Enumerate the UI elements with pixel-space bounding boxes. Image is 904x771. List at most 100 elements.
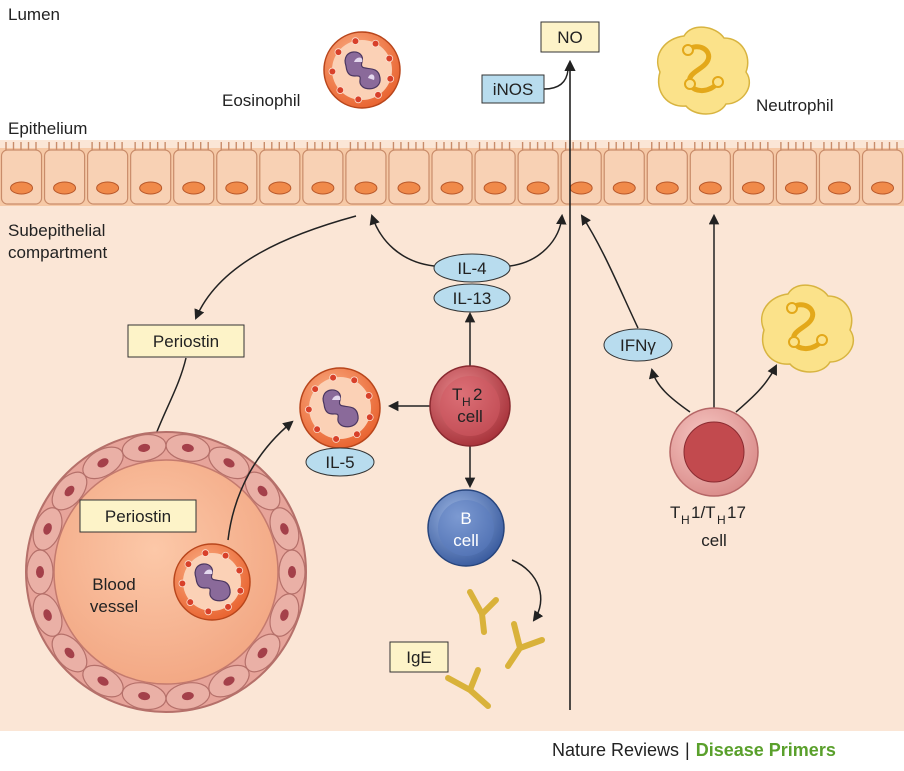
il4-ellipse [433,253,511,283]
eosinophil-lumen [323,31,401,109]
epithelial-cell [646,149,688,205]
eosinophil-granule [221,551,230,560]
ifng-to-epithelium-arrow [580,214,639,329]
eosinophil-granule [313,425,321,434]
eosinophil-granule [186,598,195,606]
periostin-box-lower [79,499,197,533]
th2-H: H [462,395,471,409]
th1-th17-cell [669,407,759,497]
inos-arrow [543,69,569,90]
epithelium-to-periostin-arrow [194,215,357,320]
ige-label: IgE [406,648,432,667]
epithelial-cell [517,149,559,205]
eosinophil-granule [353,430,361,439]
b-cell-to-ige-arrow [511,559,544,622]
epithelial-nucleus [698,181,722,195]
endothelial-nucleus [64,485,75,497]
th1-H1: H [681,513,690,527]
epithelial-cell [0,149,43,205]
th1-to-ifng-arrow [648,367,691,413]
eosinophil-label: Eosinophil [222,91,300,110]
epithelial-nucleus [354,181,378,195]
epithelial-nucleus [397,181,421,195]
epithelial-nucleus [569,181,593,195]
endothelial-nucleus [36,566,44,578]
epithelial-cell [603,149,645,205]
il13-label: IL-13 [453,289,492,308]
eosinophil-granule [311,385,319,393]
th1-H2: H [717,513,726,527]
eosinophil-granule [328,67,337,76]
th1-T1: T [670,503,680,522]
epithelial-nucleus [225,181,249,195]
endothelial-nucleus [257,647,268,659]
epithelial-nucleus [440,181,464,195]
eosinophil-granule [204,607,213,616]
epithelium-label: Epithelium [8,119,87,138]
il4-to-epithelium-right-arrow [509,213,567,267]
ige-antibodies [445,589,545,709]
epithelial-nucleus [871,181,895,195]
eosinophil-tissue [299,367,381,449]
epithelial-cell [560,149,602,205]
blood-vessel [25,431,307,713]
endothelial-nucleus [97,676,109,686]
eosinophil-granule [224,603,232,611]
epithelial-nucleus [483,181,507,195]
journal-credit: Nature Reviews|Disease Primers [552,740,836,761]
compartment-label: compartment [8,243,107,262]
th2-T: T [452,385,462,404]
credit-separator: | [685,740,690,760]
lumen-label: Lumen [8,5,60,24]
journal-series: Disease Primers [695,740,836,760]
epithelial-nucleus [311,181,335,195]
epithelial-cell [775,149,818,205]
th2-cell-label: cell [457,407,483,426]
il4-to-epithelium-left-arrow [369,214,435,267]
epithelial-cell [43,149,86,205]
endothelial-nucleus [43,609,52,621]
inos-box [481,74,545,104]
eosinophil-granule [366,413,374,422]
epithelial-cell [818,149,861,205]
epithelial-nucleus [53,181,77,195]
eosinophil-granule [329,373,337,382]
endothelial-nucleus [181,443,194,452]
epithelial-nucleus [182,181,206,195]
eosinophil-granule [336,86,345,94]
neutrophil-tissue [761,284,855,373]
endothelial-nucleus [288,566,296,578]
eosinophil-granule [364,392,373,400]
epithelial-cell [732,149,774,205]
endothelial-nucleus [43,523,52,535]
epithelial-cell [345,149,387,205]
periostin-label-upper: Periostin [153,332,219,351]
epithelium-layer [0,142,904,206]
epithelial-cell [216,149,258,205]
epithelial-cell [86,149,129,205]
epithelial-cell [302,149,344,205]
eosinophil-granule [351,37,360,45]
eosinophil-granule [201,549,210,557]
epithelial-nucleus [139,181,163,195]
eosinophil-granule [350,376,359,385]
eosinophil-granule [236,586,245,595]
th2-cell [429,365,511,447]
vessel-label: vessel [90,597,138,616]
eosinophil-granule [371,39,380,48]
neutrophil-label: Neutrophil [756,96,834,115]
subepithelial-label: Subepithelial [8,221,105,240]
endothelial-nucleus [223,676,235,686]
endothelial-nucleus [64,647,75,659]
th2-num: 2 [473,385,482,404]
epithelial-nucleus [268,181,292,195]
epithelial-nucleus [96,181,120,195]
epithelial-cell [861,149,904,205]
epithelial-nucleus [612,181,636,195]
eosinophil-granule [332,435,340,443]
epithelial-nucleus [526,181,550,195]
th1-cell-label: cell [701,531,727,550]
endothelial-nucleus [138,692,151,701]
lumen-background [0,0,904,140]
